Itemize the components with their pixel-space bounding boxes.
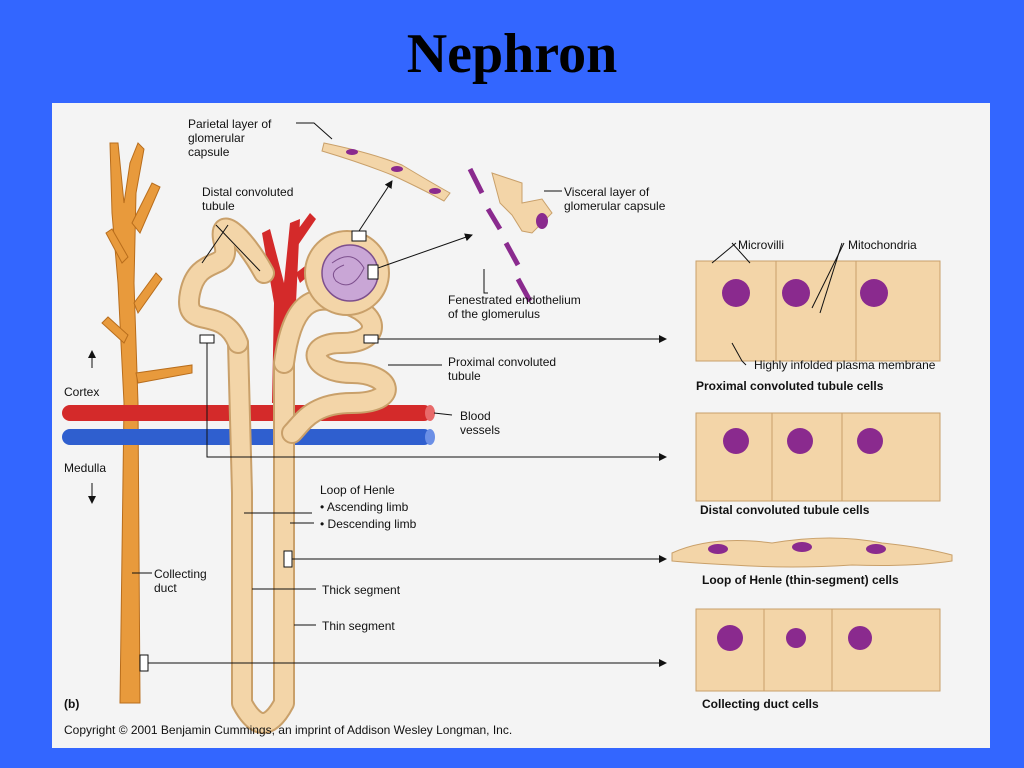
label-descending-limb: • Descending limb bbox=[320, 517, 417, 531]
glomerulus-shape bbox=[304, 230, 390, 316]
label-thick-segment: Thick segment bbox=[322, 583, 401, 597]
cd-cells-shape bbox=[695, 608, 941, 692]
collecting-duct-shape bbox=[101, 142, 193, 704]
caption-dct-cells: Distal convoluted tubule cells bbox=[700, 503, 870, 517]
label-thin-segment: Thin segment bbox=[322, 619, 395, 633]
label-ascending-limb: • Ascending limb bbox=[320, 500, 409, 514]
label-infolded-membrane: Highly infolded plasma membrane bbox=[754, 358, 936, 372]
label-medulla: Medulla bbox=[64, 461, 107, 475]
caption-loh-cells: Loop of Henle (thin-segment) cells bbox=[702, 573, 899, 587]
nephron-illustration bbox=[62, 122, 953, 734]
copyright-notice: Copyright © 2001 Benjamin Cummings, an i… bbox=[64, 723, 513, 737]
pct-cells-shape bbox=[695, 260, 941, 362]
label-loop-of-henle: Loop of Henle bbox=[320, 483, 395, 497]
slide-title: Nephron bbox=[406, 23, 618, 85]
caption-pct-cells: Proximal convoluted tubule cells bbox=[696, 379, 884, 393]
leader-lines bbox=[88, 122, 845, 672]
visceral-cells-shape bbox=[467, 167, 553, 303]
loh-cells-shape bbox=[671, 537, 953, 568]
dct-cells-shape bbox=[695, 412, 941, 502]
panel-letter: (b) bbox=[64, 697, 80, 711]
label-mitochondria: Mitochondria bbox=[848, 238, 917, 252]
label-cortex: Cortex bbox=[64, 385, 100, 399]
label-microvilli: Microvilli bbox=[738, 238, 784, 252]
parietal-cells-shape bbox=[321, 142, 451, 202]
caption-cd-cells: Collecting duct cells bbox=[702, 697, 819, 711]
